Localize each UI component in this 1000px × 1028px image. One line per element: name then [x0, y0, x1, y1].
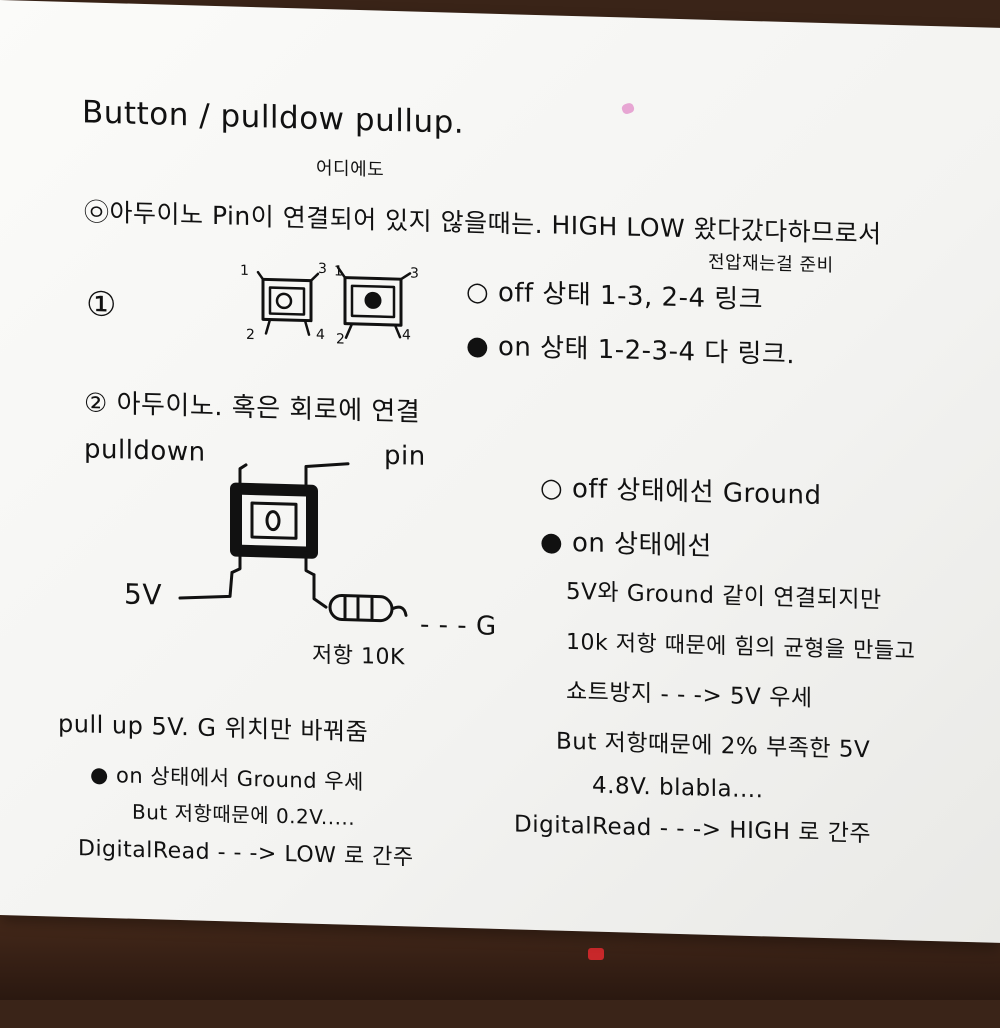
aside-above-note: 어디에도	[316, 157, 385, 181]
red-object	[588, 948, 604, 960]
pin-number: 2	[246, 326, 256, 344]
ground-label: - - - G	[420, 609, 497, 642]
item-1-number: ①	[86, 284, 117, 326]
pin-number: 3	[410, 265, 420, 282]
off-state-ground: ○ off 상태에선 Ground	[540, 473, 822, 511]
pin-number: 3	[318, 260, 328, 278]
pin-number: 4	[316, 326, 326, 344]
pullup-but: But 저항때문에 0.2V.....	[132, 799, 356, 830]
pulldown-button-diagram	[178, 462, 408, 623]
on-state-line-5: 4.8V. blabla....	[592, 772, 764, 804]
button-diagram-off	[256, 270, 320, 336]
pin-label: pin	[384, 440, 426, 472]
on-state-heading: ● on 상태에선	[540, 527, 712, 562]
pin-number: 2	[336, 331, 346, 348]
pulldown-label: pulldown	[84, 434, 206, 468]
resistor-label: 저항 10K	[312, 642, 405, 671]
note-line-1-sub: 전압재는걸 준비	[708, 251, 834, 277]
pin-number: 4	[402, 327, 412, 344]
pin-number: 1	[240, 262, 250, 279]
on-state-line-3: 쇼트방지 - - -> 5V 우세	[566, 678, 813, 712]
5v-label: 5V	[124, 577, 162, 612]
button-diagram-on	[336, 266, 412, 339]
notebook-page: Button / pulldow pullup. 어디에도 ㉧아두이노 Pin이…	[0, 0, 1000, 943]
pin-number: 1	[334, 263, 344, 280]
